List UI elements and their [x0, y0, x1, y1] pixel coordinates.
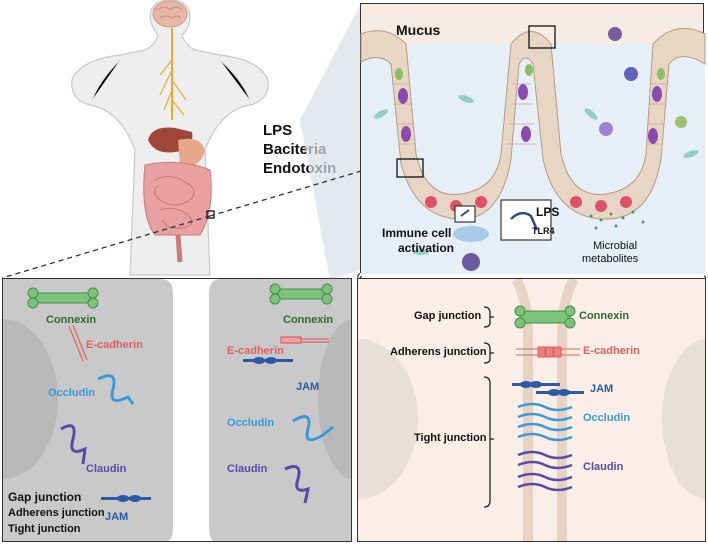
right-cell-occludin-label: Occludin	[227, 417, 275, 429]
legend-tight-junction: Tight junction	[8, 523, 81, 535]
microbial-line1: Microbial	[593, 240, 638, 252]
mucus-label: Mucus	[396, 22, 441, 38]
right-occludin-label: Occludin	[583, 412, 631, 424]
right-connexin-label: Connexin	[579, 310, 630, 322]
left-junction-panel	[2, 278, 352, 542]
adherens-junction-label: Adherens junction	[390, 346, 487, 358]
left-jam-label: JAM	[105, 511, 129, 523]
left-ecadherin-label: E-cadherin	[86, 339, 143, 351]
right-cell-ecadherin-label: E-cadherin	[227, 345, 284, 357]
immune-line2: activation	[398, 241, 455, 255]
right-claudin-label: Claudin	[583, 461, 624, 473]
microbial-line2: metabolites	[582, 253, 639, 265]
right-jam-label: JAM	[590, 383, 614, 395]
human-body-illustration	[60, 0, 320, 276]
mucus-box	[528, 25, 556, 49]
right-cell-connexin-label: Connexin	[283, 314, 334, 326]
right-cell-jam-label: JAM	[296, 381, 320, 393]
gap-junction-label: Gap junction	[414, 310, 482, 322]
ecadherin-icon	[68, 324, 329, 362]
legend-adherens-junction: Adherens junction	[8, 507, 105, 519]
jam-icon	[101, 357, 293, 502]
villi-zoom-box	[396, 158, 424, 178]
right-junction-panel	[357, 278, 706, 542]
intestine-panel	[360, 3, 706, 274]
tlr4-label: TLR4	[532, 226, 555, 236]
right-jam-icon	[512, 381, 584, 396]
immune-cell-icon	[608, 27, 622, 41]
left-claudin-label: Claudin	[86, 463, 127, 475]
right-ecadherin-label: E-cadherin	[583, 345, 640, 357]
occludin-icon	[97, 374, 135, 405]
right-occludin-icon	[517, 402, 573, 442]
claudin-icon	[60, 424, 87, 465]
tight-junction-label: Tight junction	[414, 432, 487, 444]
left-occludin-label: Occludin	[48, 387, 96, 399]
right-claudin-icon	[517, 450, 573, 492]
right-ecadherin-icon	[516, 346, 580, 358]
right-cell-claudin-label: Claudin	[227, 463, 268, 475]
left-connexin-label: Connexin	[46, 314, 97, 326]
lps-mini-label: LPS	[536, 205, 560, 219]
legend-gap-junction: Gap junction	[8, 490, 82, 504]
immune-line1: Immune cell	[382, 226, 452, 240]
lps-label: LPS	[263, 122, 293, 139]
right-connexin-icon	[514, 305, 576, 329]
connexin-icon	[27, 283, 333, 309]
